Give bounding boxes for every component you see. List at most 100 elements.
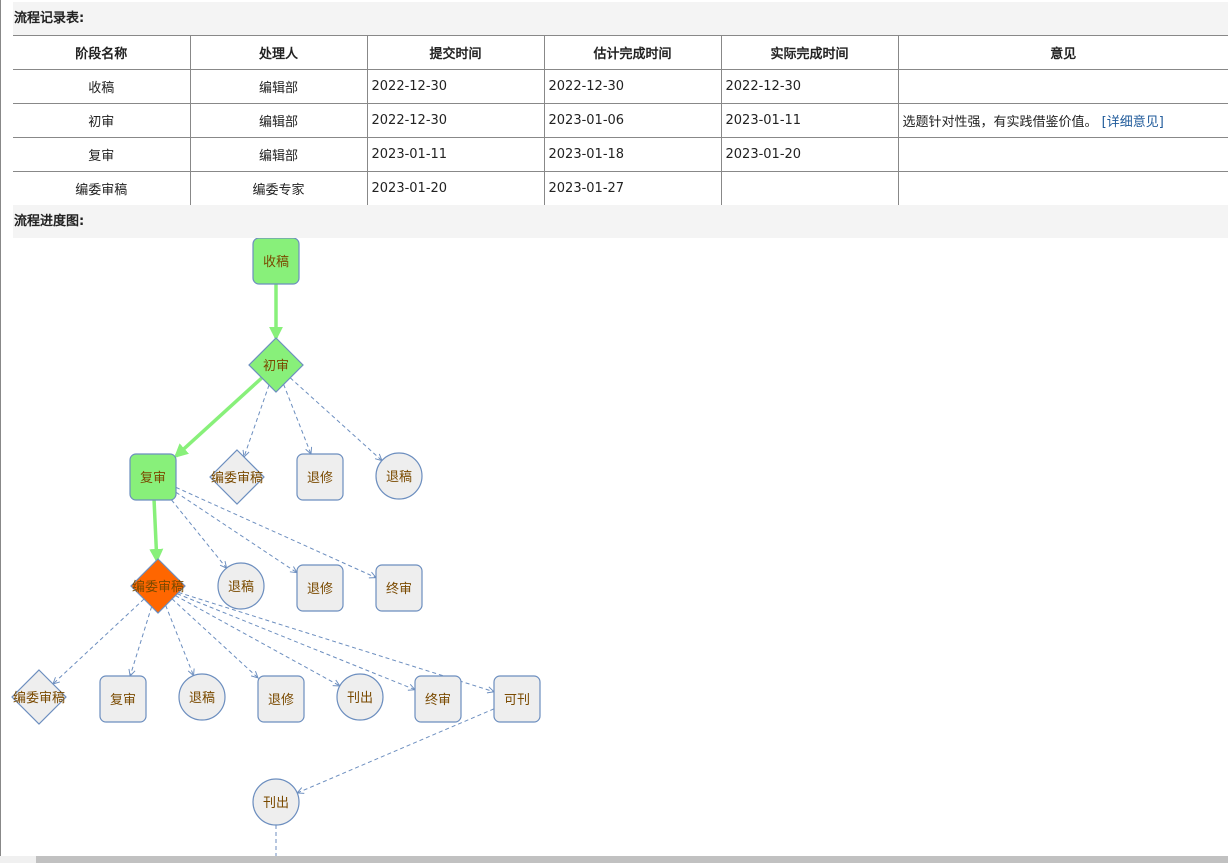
flow-node-shape-rect[interactable] [296, 453, 344, 501]
table-row: 编委审稿 编委专家 2023-01-20 2023-01-27 [13, 171, 1228, 205]
cell-actual: 2022-12-30 [720, 69, 898, 104]
flow-node-label: 编委审稿 [211, 470, 263, 486]
cell-stage: 收稿 [13, 69, 190, 104]
detail-comment-link[interactable]: [详细意见] [1101, 115, 1164, 130]
flow-node-n2[interactable]: 初审 [248, 337, 304, 393]
flow-node-shape-diamond[interactable] [130, 558, 186, 614]
nodes-layer: 收稿初审复审编委审稿退修退稿编委审稿退稿退修终审编委审稿复审退稿退修刊出终审可刊… [11, 238, 541, 826]
flow-node-shape-circle[interactable] [178, 673, 226, 721]
flow-edge-n2-n6 [289, 377, 382, 461]
edges-layer [53, 284, 494, 856]
flow-node-n16[interactable]: 终审 [414, 675, 462, 723]
cell-submitted: 2022-12-30 [366, 69, 544, 104]
cell-actual [720, 171, 898, 205]
flow-chart-title: 流程进度图: [13, 205, 1228, 238]
flow-node-shape-rect[interactable] [414, 675, 462, 723]
flow-node-label: 复审 [110, 693, 136, 708]
column-header-comment: 意见 [897, 35, 1228, 70]
record-table-title: 流程记录表: [13, 2, 1228, 35]
flow-node-label: 可刊 [504, 693, 530, 708]
flow-node-shape-circle[interactable] [375, 452, 423, 500]
cell-estimated: 2022-12-30 [543, 69, 721, 104]
flow-node-label: 初审 [263, 359, 289, 374]
flow-node-n3[interactable]: 复审 [129, 453, 177, 501]
cell-submitted: 2022-12-30 [366, 103, 544, 138]
flow-node-shape-diamond[interactable] [209, 449, 265, 505]
table-header-row: 阶段名称 处理人 提交时间 估计完成时间 实际完成时间 意见 [13, 35, 1228, 70]
flow-chart: 收稿初审复审编委审稿退修退稿编委审稿退稿退修终审编委审稿复审退稿退修刊出终审可刊… [11, 238, 541, 856]
flow-node-label: 编委审稿 [13, 690, 65, 706]
flow-edge-n7-n16 [177, 593, 415, 690]
flow-node-n11[interactable]: 编委审稿 [11, 669, 67, 725]
scrollbar-thumb[interactable] [36, 856, 1228, 863]
cell-handler: 编委专家 [189, 171, 367, 205]
flow-edge-n7-n14 [171, 598, 258, 678]
flow-node-shape-rect[interactable] [296, 564, 344, 612]
flow-node-n4[interactable]: 编委审稿 [209, 449, 265, 505]
flow-node-shape-rect[interactable] [129, 453, 177, 501]
flow-node-n14[interactable]: 退修 [257, 675, 305, 723]
flow-node-n12[interactable]: 复审 [99, 675, 147, 723]
flow-node-n7[interactable]: 编委审稿 [130, 558, 186, 614]
flow-node-n17[interactable]: 可刊 [493, 675, 541, 723]
flow-node-n6[interactable]: 退稿 [375, 452, 423, 500]
cell-actual: 2023-01-20 [720, 137, 898, 172]
flow-node-shape-diamond[interactable] [11, 669, 67, 725]
column-header-handler: 处理人 [189, 35, 367, 70]
column-header-estimated: 估计完成时间 [543, 35, 721, 70]
flow-node-shape-circle[interactable] [217, 562, 265, 610]
flow-node-shape-rect[interactable] [375, 564, 423, 612]
flow-edge-n2-n5 [283, 384, 311, 454]
flow-node-shape-diamond[interactable] [248, 337, 304, 393]
cell-handler: 编辑部 [189, 137, 367, 172]
column-header-actual: 实际完成时间 [720, 35, 898, 70]
flow-node-shape-rect[interactable] [99, 675, 147, 723]
flow-edge-n3-n9 [175, 491, 297, 572]
cell-handler: 编辑部 [189, 103, 367, 138]
table-row: 收稿 编辑部 2022-12-30 2022-12-30 2022-12-30 [13, 69, 1228, 104]
flow-node-label: 退修 [268, 693, 294, 708]
cell-handler: 编辑部 [189, 69, 367, 104]
flow-node-n15[interactable]: 刊出 [336, 673, 384, 721]
flow-node-n10[interactable]: 终审 [375, 564, 423, 612]
flow-node-label: 退修 [307, 582, 333, 597]
flow-node-shape-circle[interactable] [336, 673, 384, 721]
flow-node-label: 复审 [140, 471, 166, 486]
cell-comment [897, 69, 1228, 104]
flow-node-label: 刊出 [263, 796, 289, 811]
flow-node-n8[interactable]: 退稿 [217, 562, 265, 610]
flow-node-n1[interactable]: 收稿 [252, 238, 300, 285]
cell-actual: 2023-01-11 [720, 103, 898, 138]
column-header-submitted: 提交时间 [366, 35, 544, 70]
flow-node-shape-rect[interactable] [493, 675, 541, 723]
flow-node-label: 退稿 [189, 690, 215, 706]
flow-node-label: 编委审稿 [132, 579, 184, 595]
flow-node-n9[interactable]: 退修 [296, 564, 344, 612]
flow-node-label: 退修 [307, 471, 333, 486]
flow-edge-n3-n10 [175, 486, 376, 577]
comment-text: 选题针对性强，有实践借鉴价值。 [902, 115, 1098, 130]
column-header-stage: 阶段名称 [13, 35, 190, 70]
cell-stage: 复审 [13, 137, 190, 172]
cell-estimated: 2023-01-06 [543, 103, 721, 138]
horizontal-scrollbar[interactable] [0, 856, 1228, 863]
cell-comment: 选题针对性强，有实践借鉴价值。 [详细意见] [897, 103, 1228, 138]
flow-edge-n17-n18 [297, 708, 495, 793]
flow-node-shape-circle[interactable] [252, 778, 300, 826]
flow-node-n5[interactable]: 退修 [296, 453, 344, 501]
flow-node-shape-rect[interactable] [257, 675, 305, 723]
cell-stage: 编委审稿 [13, 171, 190, 205]
flow-node-n18[interactable]: 刊出 [252, 778, 300, 826]
cell-estimated: 2023-01-27 [543, 171, 721, 205]
flow-node-shape-rect[interactable] [252, 238, 300, 285]
flow-node-n13[interactable]: 退稿 [178, 673, 226, 721]
cell-comment [897, 137, 1228, 172]
record-table-title-text: 流程记录表: [14, 11, 85, 26]
flow-edge-n7-n17 [178, 591, 494, 691]
flow-edge-n7-n13 [165, 605, 194, 675]
flow-chart-title-text: 流程进度图: [14, 214, 85, 229]
cell-stage: 初审 [13, 103, 190, 138]
flow-edge-n7-n11 [53, 598, 145, 684]
flow-edge-n3-n7 [149, 499, 164, 563]
flow-node-label: 终审 [386, 581, 412, 597]
